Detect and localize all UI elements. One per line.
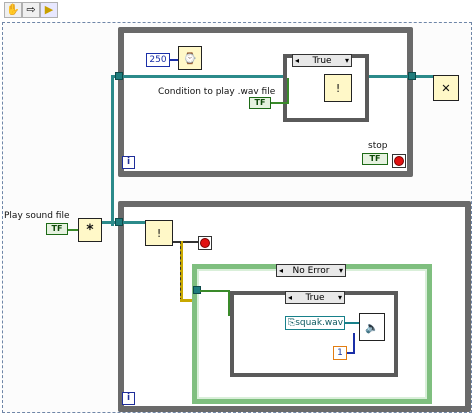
stop-label: stop bbox=[368, 141, 388, 151]
next-tool-button[interactable]: ⇨ bbox=[22, 2, 40, 18]
bottom-left-tunnel bbox=[115, 218, 123, 226]
path-icon: ⎘ bbox=[288, 318, 296, 328]
error-case-selector[interactable]: ◂ No Error ▾ bbox=[276, 264, 346, 277]
selector-right-icon: ▾ bbox=[344, 55, 349, 65]
stop-bool-control[interactable]: TF bbox=[362, 153, 388, 165]
error-status-icon: ! bbox=[155, 226, 163, 240]
inner-selector-left-icon: ◂ bbox=[288, 292, 293, 302]
inner-case-selector-label: True bbox=[305, 292, 325, 303]
wait-node[interactable]: ⌚ bbox=[178, 46, 202, 70]
arrow-right-icon: ⇨ bbox=[26, 3, 36, 16]
stopwatch-icon: ⌚ bbox=[183, 51, 197, 65]
bottom-status-wire-h bbox=[180, 299, 196, 302]
wait-ms-constant[interactable]: 250 bbox=[146, 53, 170, 67]
condition-wire-up bbox=[287, 78, 289, 104]
bottom-status-wire bbox=[173, 241, 198, 243]
error-wire-bottom-branch bbox=[100, 221, 120, 224]
top-case-selector[interactable]: ◂ True ▾ bbox=[292, 54, 352, 67]
bottom-loop-stop-terminal[interactable] bbox=[198, 236, 212, 250]
sound-init-icon: * bbox=[85, 222, 95, 238]
play-sound-bool-control[interactable]: TF bbox=[46, 223, 68, 235]
play-sound-label: Play sound file bbox=[4, 211, 70, 221]
bottom-status-wire-down bbox=[180, 241, 183, 301]
top-right-tunnel bbox=[408, 72, 416, 80]
top-error-wire bbox=[119, 75, 433, 78]
inner-case-selector[interactable]: ◂ True ▾ bbox=[285, 291, 345, 304]
bottom-error-node[interactable]: ! bbox=[145, 220, 173, 246]
count-wire-h bbox=[346, 352, 355, 354]
err-selector-left-icon: ◂ bbox=[279, 265, 284, 275]
speaker-icon: 🔈 bbox=[365, 320, 379, 334]
stop-sign-icon bbox=[394, 156, 404, 166]
inner-selector-right-icon: ▾ bbox=[337, 292, 342, 302]
selector-left-icon: ◂ bbox=[295, 55, 300, 65]
top-error-node[interactable]: ! bbox=[324, 74, 352, 102]
wav-path-constant[interactable]: ⎘squak.wav bbox=[285, 316, 345, 330]
release-node[interactable]: ✕ bbox=[433, 75, 459, 101]
stop-sign-icon-2 bbox=[200, 238, 210, 248]
condition-wire bbox=[271, 102, 289, 104]
error-cluster-icon: ! bbox=[334, 81, 342, 95]
inner-bool-wire bbox=[200, 290, 230, 292]
operate-tool-button[interactable]: ✋ bbox=[4, 2, 22, 18]
top-loop-stop-terminal[interactable] bbox=[392, 154, 406, 168]
error-case-selector-label: No Error bbox=[292, 265, 330, 276]
operate-hand-icon: ✋ bbox=[6, 3, 20, 16]
path-wire bbox=[345, 322, 359, 324]
bottom-error-wire-a bbox=[123, 221, 145, 224]
play-wire bbox=[68, 229, 78, 231]
top-left-tunnel bbox=[115, 72, 123, 80]
play-sound-node[interactable]: * bbox=[78, 218, 102, 242]
play-wav-node[interactable]: 🔈 bbox=[359, 313, 385, 341]
condition-label: Condition to play .wav file bbox=[158, 87, 276, 97]
err-selector-right-icon: ▾ bbox=[338, 265, 343, 275]
top-case-selector-label: True bbox=[312, 55, 332, 66]
highlight-execution-button[interactable]: ▶ bbox=[40, 2, 58, 18]
wait-wire bbox=[170, 59, 178, 61]
bottom-iteration-terminal: i bbox=[122, 392, 135, 405]
top-iteration-terminal: i bbox=[122, 156, 135, 169]
error-wire-trunk bbox=[111, 76, 114, 226]
run-highlight-icon: ▶ bbox=[44, 3, 54, 16]
wav-path-label: squak.wav bbox=[295, 318, 344, 328]
inner-bool-wire-down bbox=[228, 290, 230, 316]
close-release-icon: ✕ bbox=[441, 80, 451, 96]
condition-bool-control[interactable]: TF bbox=[249, 97, 271, 109]
count-constant[interactable]: 1 bbox=[333, 346, 347, 360]
count-wire-v bbox=[353, 333, 355, 353]
